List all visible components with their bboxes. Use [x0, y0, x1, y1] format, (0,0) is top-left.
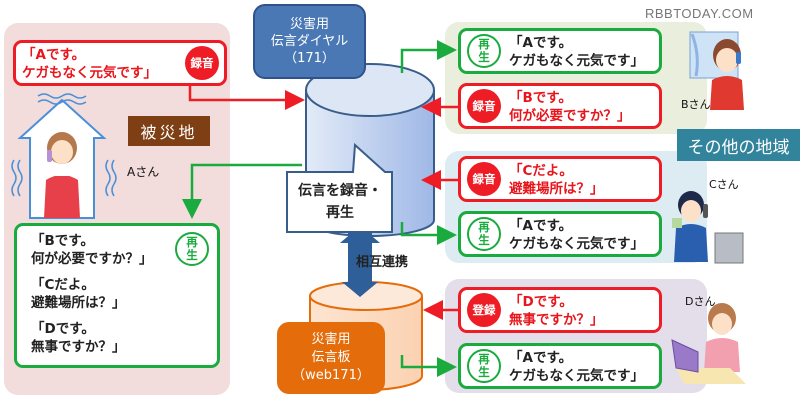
record-badge: 録音 [467, 162, 501, 196]
a-record-text: 「Aです。 ケガもなく元気です」 [22, 47, 157, 81]
callout-bubble [286, 142, 393, 233]
record-badge: 録音 [185, 46, 219, 80]
person-a-name: Aさん [127, 165, 160, 179]
callout-text: 伝言を録音・ 再生 [298, 183, 382, 221]
other-areas-label: その他の地域 [677, 129, 800, 161]
d-register-message: 登録 「Dです。 無事ですか？」 [458, 287, 662, 333]
person-c-illustration [672, 191, 744, 264]
person-a-illustration [44, 132, 80, 218]
d-play-message: 再 生 「Aです。 ケガもなく元気です」 [458, 343, 662, 389]
play-badge: 再 生 [175, 232, 209, 266]
b-play-text: 「Aです。 ケガもなく元気です」 [509, 35, 644, 69]
arrow-c-play [400, 222, 457, 245]
watermark: RBBTODAY.COM [645, 6, 754, 21]
a-play-messages: 「Bです。 何が必要ですか？」 「Cだよ。 避難場所は？」 「Dです。 無事です… [14, 223, 220, 368]
a-play-message-d: 「Dです。 無事ですか？」 [31, 321, 126, 355]
disaster-area-label: 被災地 [128, 116, 210, 146]
a-play-message-c: 「Cだよ。 避難場所は？」 [31, 277, 126, 311]
arrow-d-play [400, 355, 457, 377]
play-badge: 再 生 [467, 34, 501, 68]
person-d-illustration [671, 303, 746, 384]
person-d-name: Dさん [685, 295, 716, 308]
mutual-link-label: 相互連携 [356, 255, 409, 270]
arrow-b-play [400, 40, 457, 73]
c-play-message: 再 生 「Aです。 ケガもなく元気です」 [458, 211, 662, 257]
d-register-text: 「Dです。 無事ですか？」 [509, 294, 604, 328]
d-play-text: 「Aです。 ケガもなく元気です」 [509, 350, 644, 384]
record-badge: 録音 [467, 89, 501, 123]
a-record-message: 「Aです。 ケガもなく元気です」 録音 [13, 40, 227, 86]
dial171-label: 災害用 伝言ダイヤル （171） [270, 17, 349, 66]
c-record-message: 録音 「Cだよ。 避難場所は？」 [458, 156, 662, 202]
b-play-message: 再 生 「Aです。 ケガもなく元気です」 [458, 28, 662, 74]
arrow-a-play [182, 163, 302, 219]
register-badge: 登録 [467, 293, 501, 327]
a-play-message-b: 「Bです。 何が必要ですか？」 [31, 233, 153, 267]
play-badge: 再 生 [467, 217, 501, 251]
person-b-illustration [689, 31, 744, 110]
mutual-link-arrow [342, 226, 378, 297]
c-play-text: 「Aです。 ケガもなく元気です」 [509, 218, 644, 252]
play-badge: 再 生 [467, 349, 501, 383]
b-record-text: 「Bです。 何が必要ですか？」 [509, 90, 631, 124]
person-b-name: Bさん [681, 98, 711, 111]
web171-label-box: 災害用 伝言板 （web171） [277, 322, 385, 394]
arrow-a-record [188, 83, 305, 110]
web171-label: 災害用 伝言板 （web171） [292, 332, 370, 383]
c-record-text: 「Cだよ。 避難場所は？」 [509, 163, 604, 197]
person-c-name: Cさん [709, 178, 739, 191]
dial171-label-box: 災害用 伝言ダイヤル （171） [253, 4, 366, 79]
b-record-message: 録音 「Bです。 何が必要ですか？」 [458, 83, 662, 129]
